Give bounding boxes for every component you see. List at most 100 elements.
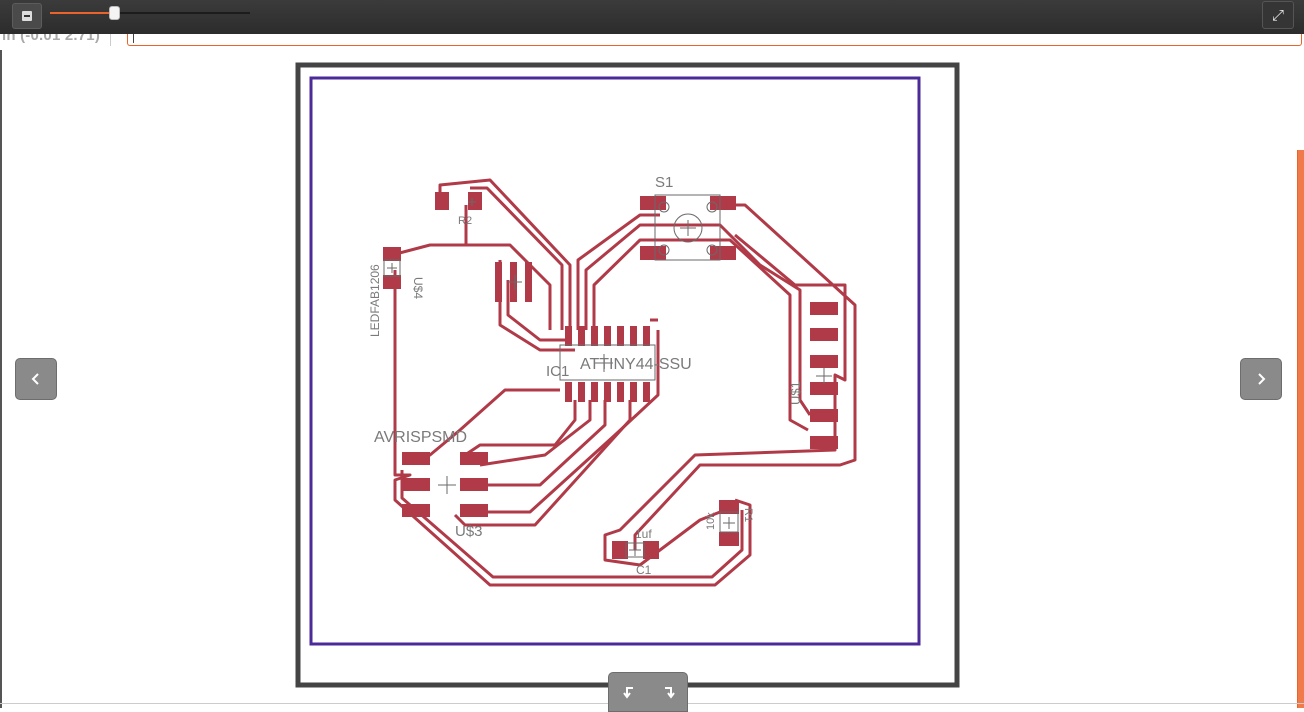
s1-origin-cross [680, 220, 696, 236]
label-s1: S1 [655, 174, 673, 191]
ic-pad-top-6 [630, 326, 637, 346]
label-avr: AVRISPSMD [374, 429, 467, 446]
s1-corner-2 [706, 201, 718, 213]
r1-origin-cross [723, 517, 735, 529]
ic-pad-bot-2 [578, 382, 585, 402]
reg-pad-1 [495, 262, 502, 302]
label-r1: R1 [742, 508, 754, 522]
rotate-right-icon [665, 687, 675, 699]
c1-body [625, 542, 645, 558]
ftdi-pad-6 [810, 436, 838, 449]
ic-pad-top-7 [643, 326, 650, 346]
ic-pad-top-1 [565, 326, 572, 346]
ftdi-pad-2 [810, 328, 838, 341]
ftdi-pad-5 [810, 409, 838, 422]
silkscreen [383, 194, 832, 558]
label-c1-value: 1uf [635, 527, 652, 541]
label-led-name: LEDFAB1206 [368, 264, 382, 337]
label-c1: C1 [636, 563, 652, 577]
isp-pad-2 [460, 452, 488, 465]
board-outline [309, 76, 921, 646]
ic-pad-top-5 [617, 326, 624, 346]
r1-pad-2 [719, 532, 739, 546]
label-ic: IC1 [546, 363, 569, 380]
s1-corner-1 [658, 201, 670, 213]
ic-outline [559, 344, 656, 381]
vertical-scrollbar[interactable] [1297, 150, 1304, 708]
s1-outline [654, 194, 721, 261]
chevron-left-icon [31, 373, 39, 385]
rotate-toolbar [608, 672, 688, 712]
isp-pad-6 [460, 504, 488, 517]
isp-pad-3 [402, 478, 430, 491]
isp-pad-4 [460, 478, 488, 491]
label-led-value: U$4 [411, 277, 425, 299]
zoom-slider-fill [50, 12, 114, 14]
divider [110, 34, 111, 46]
ic-pad-bot-4 [604, 382, 611, 402]
ftdi-pad-4 [810, 382, 838, 395]
r1-body [719, 511, 739, 533]
reg-origin-cross [508, 275, 522, 290]
chevron-right-icon [1258, 373, 1266, 385]
rotate-right-button[interactable] [659, 683, 679, 701]
label-u3: U$3 [455, 523, 483, 540]
top-toolbar: ⤢ [0, 0, 1304, 34]
rotate-left-icon [623, 687, 633, 699]
s1-pad-4 [710, 246, 736, 260]
ic-pad-bot-6 [630, 382, 637, 402]
minimize-button[interactable] [12, 3, 42, 29]
c1-pad-1 [612, 541, 628, 559]
led-origin-cross [387, 263, 397, 273]
minus-square-icon [22, 11, 32, 21]
left-border [0, 50, 2, 708]
copper-traces [391, 178, 857, 587]
rotate-left-button[interactable] [619, 683, 639, 701]
ic-pad-top-2 [578, 326, 585, 346]
expand-diagonal-icon: ⤢ [1271, 6, 1284, 24]
smd-pads [383, 192, 838, 559]
coordinate-readout: in (-0.01 2.71) [2, 34, 101, 44]
ic-pad-bot-3 [591, 382, 598, 402]
s1-corner-4 [706, 244, 718, 256]
led-pad-1 [383, 247, 401, 261]
zoom-slider-thumb[interactable] [109, 6, 120, 20]
isp-origin-cross [438, 476, 456, 494]
ftdi-pad-1 [810, 302, 838, 315]
command-input[interactable] [127, 34, 1302, 46]
ic-pad-bot-1 [565, 382, 572, 402]
expand-button[interactable]: ⤢ [1262, 1, 1294, 29]
ftdi-origin-cross [816, 368, 832, 384]
s1-button-circle [673, 213, 703, 243]
board-frame [295, 62, 960, 688]
isp-pad-5 [402, 504, 430, 517]
ic-pad-bot-7 [643, 382, 650, 402]
led-pad-2 [383, 275, 401, 289]
r2-pad-2 [468, 192, 482, 210]
text-caret [133, 34, 134, 43]
r1-pad-1 [719, 500, 739, 514]
s1-pad-1 [640, 196, 666, 210]
label-u1: U$1 [788, 381, 803, 405]
zoom-slider[interactable] [50, 6, 250, 20]
s1-pad-2 [710, 196, 736, 210]
r2-origin-cross [468, 198, 476, 206]
ic-pad-top-3 [591, 326, 598, 346]
next-button[interactable] [1240, 358, 1282, 400]
label-attiny: ATTINY44-SSU [580, 356, 692, 373]
label-r2: R2 [458, 215, 472, 227]
reg-pad-3 [525, 262, 532, 302]
previous-button[interactable] [15, 358, 57, 400]
s1-pad-3 [640, 246, 666, 260]
ic-pad-bot-5 [617, 382, 624, 402]
isp-pad-1 [402, 452, 430, 465]
c1-pad-2 [643, 541, 659, 559]
ftdi-pad-3 [810, 355, 838, 368]
s1-corner-3 [658, 244, 670, 256]
ic-origin-cross [595, 354, 613, 372]
led-body [383, 259, 401, 277]
label-r1-value: 10k [705, 512, 717, 530]
c1-origin-cross [629, 544, 641, 556]
r2-pad-1 [435, 192, 449, 210]
